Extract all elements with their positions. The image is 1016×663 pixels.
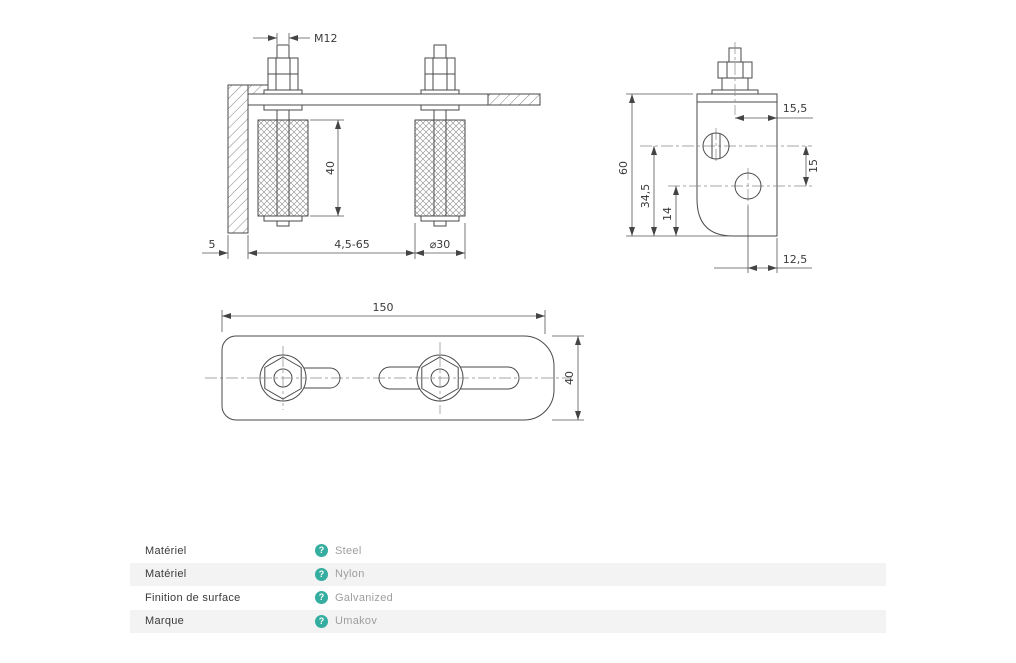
spec-row-surface-finish: Finition de surface ? Galvanized [130, 586, 886, 610]
spec-label: Matériel [145, 568, 187, 581]
nylon-roller-2 [414, 119, 466, 217]
centerlines [640, 128, 812, 206]
spec-label: Matériel [145, 544, 187, 557]
nylon-roller-1 [257, 119, 309, 217]
plate-outline [221, 335, 555, 421]
dim-hole1-offset: 34,5 [639, 184, 652, 209]
dim-wall-thickness: 5 [209, 238, 216, 251]
dim-bottom-edge-offset: 12,5 [783, 253, 808, 266]
spec-row-material-steel: Matériel ? Steel [130, 539, 886, 563]
front-view-dimensions [202, 33, 466, 259]
spec-value-cell: ? Umakov [315, 614, 378, 628]
spec-value: Umakov [335, 615, 378, 628]
hole-2 [734, 172, 762, 200]
side-view: 60 34,5 14 15,5 15 12,5 [617, 42, 820, 273]
help-icon[interactable]: ? [315, 591, 328, 605]
spec-row-brand: Marque ? Umakov [130, 609, 886, 633]
plan-view-dimensions [221, 310, 584, 421]
plan-bolt-1 [259, 354, 307, 402]
plan-bolt-2 [416, 354, 464, 402]
plan-view: 150 40 [205, 301, 584, 421]
spec-value: Steel [335, 544, 362, 557]
specs-table: Matériel ? Steel Matériel ? Nylon Finiti… [130, 539, 886, 633]
dim-adjustment-range: 4,5-65 [334, 238, 369, 251]
hole-1 [702, 132, 730, 160]
help-icon[interactable]: ? [315, 614, 328, 628]
spec-value-cell: ? Nylon [315, 567, 365, 581]
technical-drawing: M12 40 5 4,5-65 ⌀30 [202, 32, 820, 421]
spec-row-material-nylon: Matériel ? Nylon [130, 562, 886, 586]
spec-value-cell: ? Steel [315, 544, 362, 558]
help-icon[interactable]: ? [315, 567, 328, 581]
plate-end-section [487, 93, 541, 106]
dim-hole2-bottom-offset: 14 [661, 207, 674, 221]
side-plate [696, 93, 778, 237]
spec-value: Nylon [335, 568, 365, 581]
dim-hole-spacing: 15 [807, 159, 820, 173]
dim-roller-diameter: ⌀30 [430, 238, 451, 251]
dim-thread: M12 [314, 32, 338, 45]
bolt-assembly-2 [414, 44, 466, 227]
bolt-assembly-1 [257, 44, 309, 227]
spec-value: Galvanized [335, 591, 394, 604]
side-view-dimensions [626, 93, 813, 273]
help-icon[interactable]: ? [315, 544, 328, 558]
dim-top-edge-offset: 15,5 [783, 102, 808, 115]
dim-total-height: 60 [617, 161, 630, 175]
post-leg-section [227, 84, 249, 234]
spec-value-cell: ? Galvanized [315, 591, 394, 605]
spec-label: Finition de surface [145, 591, 241, 604]
spec-label: Marque [145, 615, 185, 628]
technical-drawing-svg: M12 40 5 4,5-65 ⌀30 [202, 32, 820, 421]
front-view: M12 40 5 4,5-65 ⌀30 [202, 32, 541, 259]
dim-plate-width: 40 [563, 371, 576, 385]
dim-plate-length: 150 [373, 301, 394, 314]
dim-roller-height: 40 [324, 161, 337, 175]
